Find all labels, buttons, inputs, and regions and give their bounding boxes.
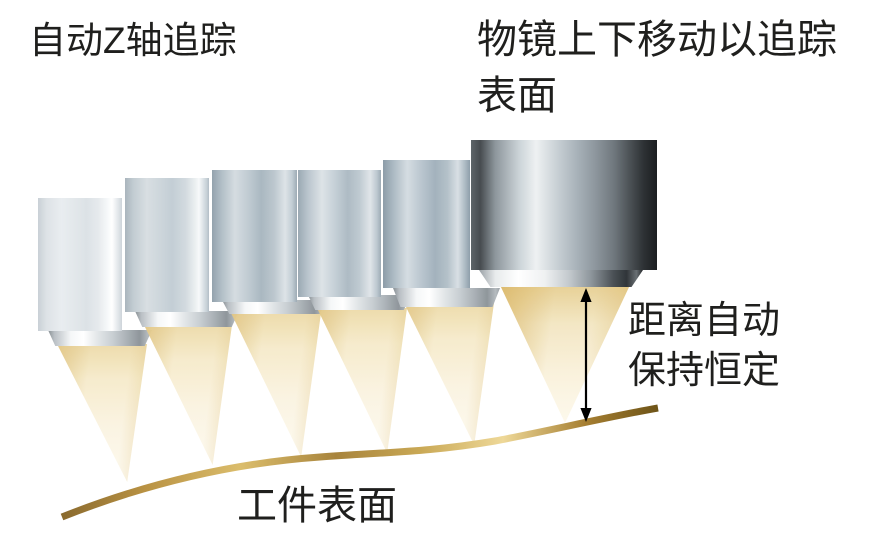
workpiece-surface-label: 工件表面 — [237, 484, 397, 528]
constant-distance-note: 距离自动 保持恒定 — [628, 296, 780, 396]
objective-nose-ring-6 — [479, 270, 643, 287]
objective-body-3 — [212, 170, 297, 302]
objective-body-6 — [471, 140, 657, 270]
distance-arrow — [580, 288, 592, 422]
objective-body-2 — [125, 178, 209, 312]
objective-nose-ring-2 — [135, 311, 239, 327]
constant-distance-note-line2: 保持恒定 — [628, 350, 781, 392]
workpiece-surface-curve — [60, 404, 659, 521]
objective-body-4 — [298, 170, 381, 297]
constant-distance-note-line1: 距离自动 — [628, 300, 781, 342]
objective-nose-ring-1 — [48, 330, 152, 346]
objective-nose-ring-5 — [393, 288, 500, 307]
diagram-title: 自动Z轴追踪 — [29, 20, 237, 61]
objective-movement-note: 物镜上下移动以追踪 表面 — [477, 12, 837, 124]
objective-body-5 — [383, 160, 470, 288]
objective-nose-ring-3 — [222, 300, 327, 314]
objective-body-1 — [38, 198, 122, 331]
objective-nose-ring-4 — [308, 295, 411, 310]
objective-movement-note-line1: 物镜上下移动以追踪 — [477, 18, 837, 62]
objective-movement-note-line2: 表面 — [477, 74, 557, 118]
